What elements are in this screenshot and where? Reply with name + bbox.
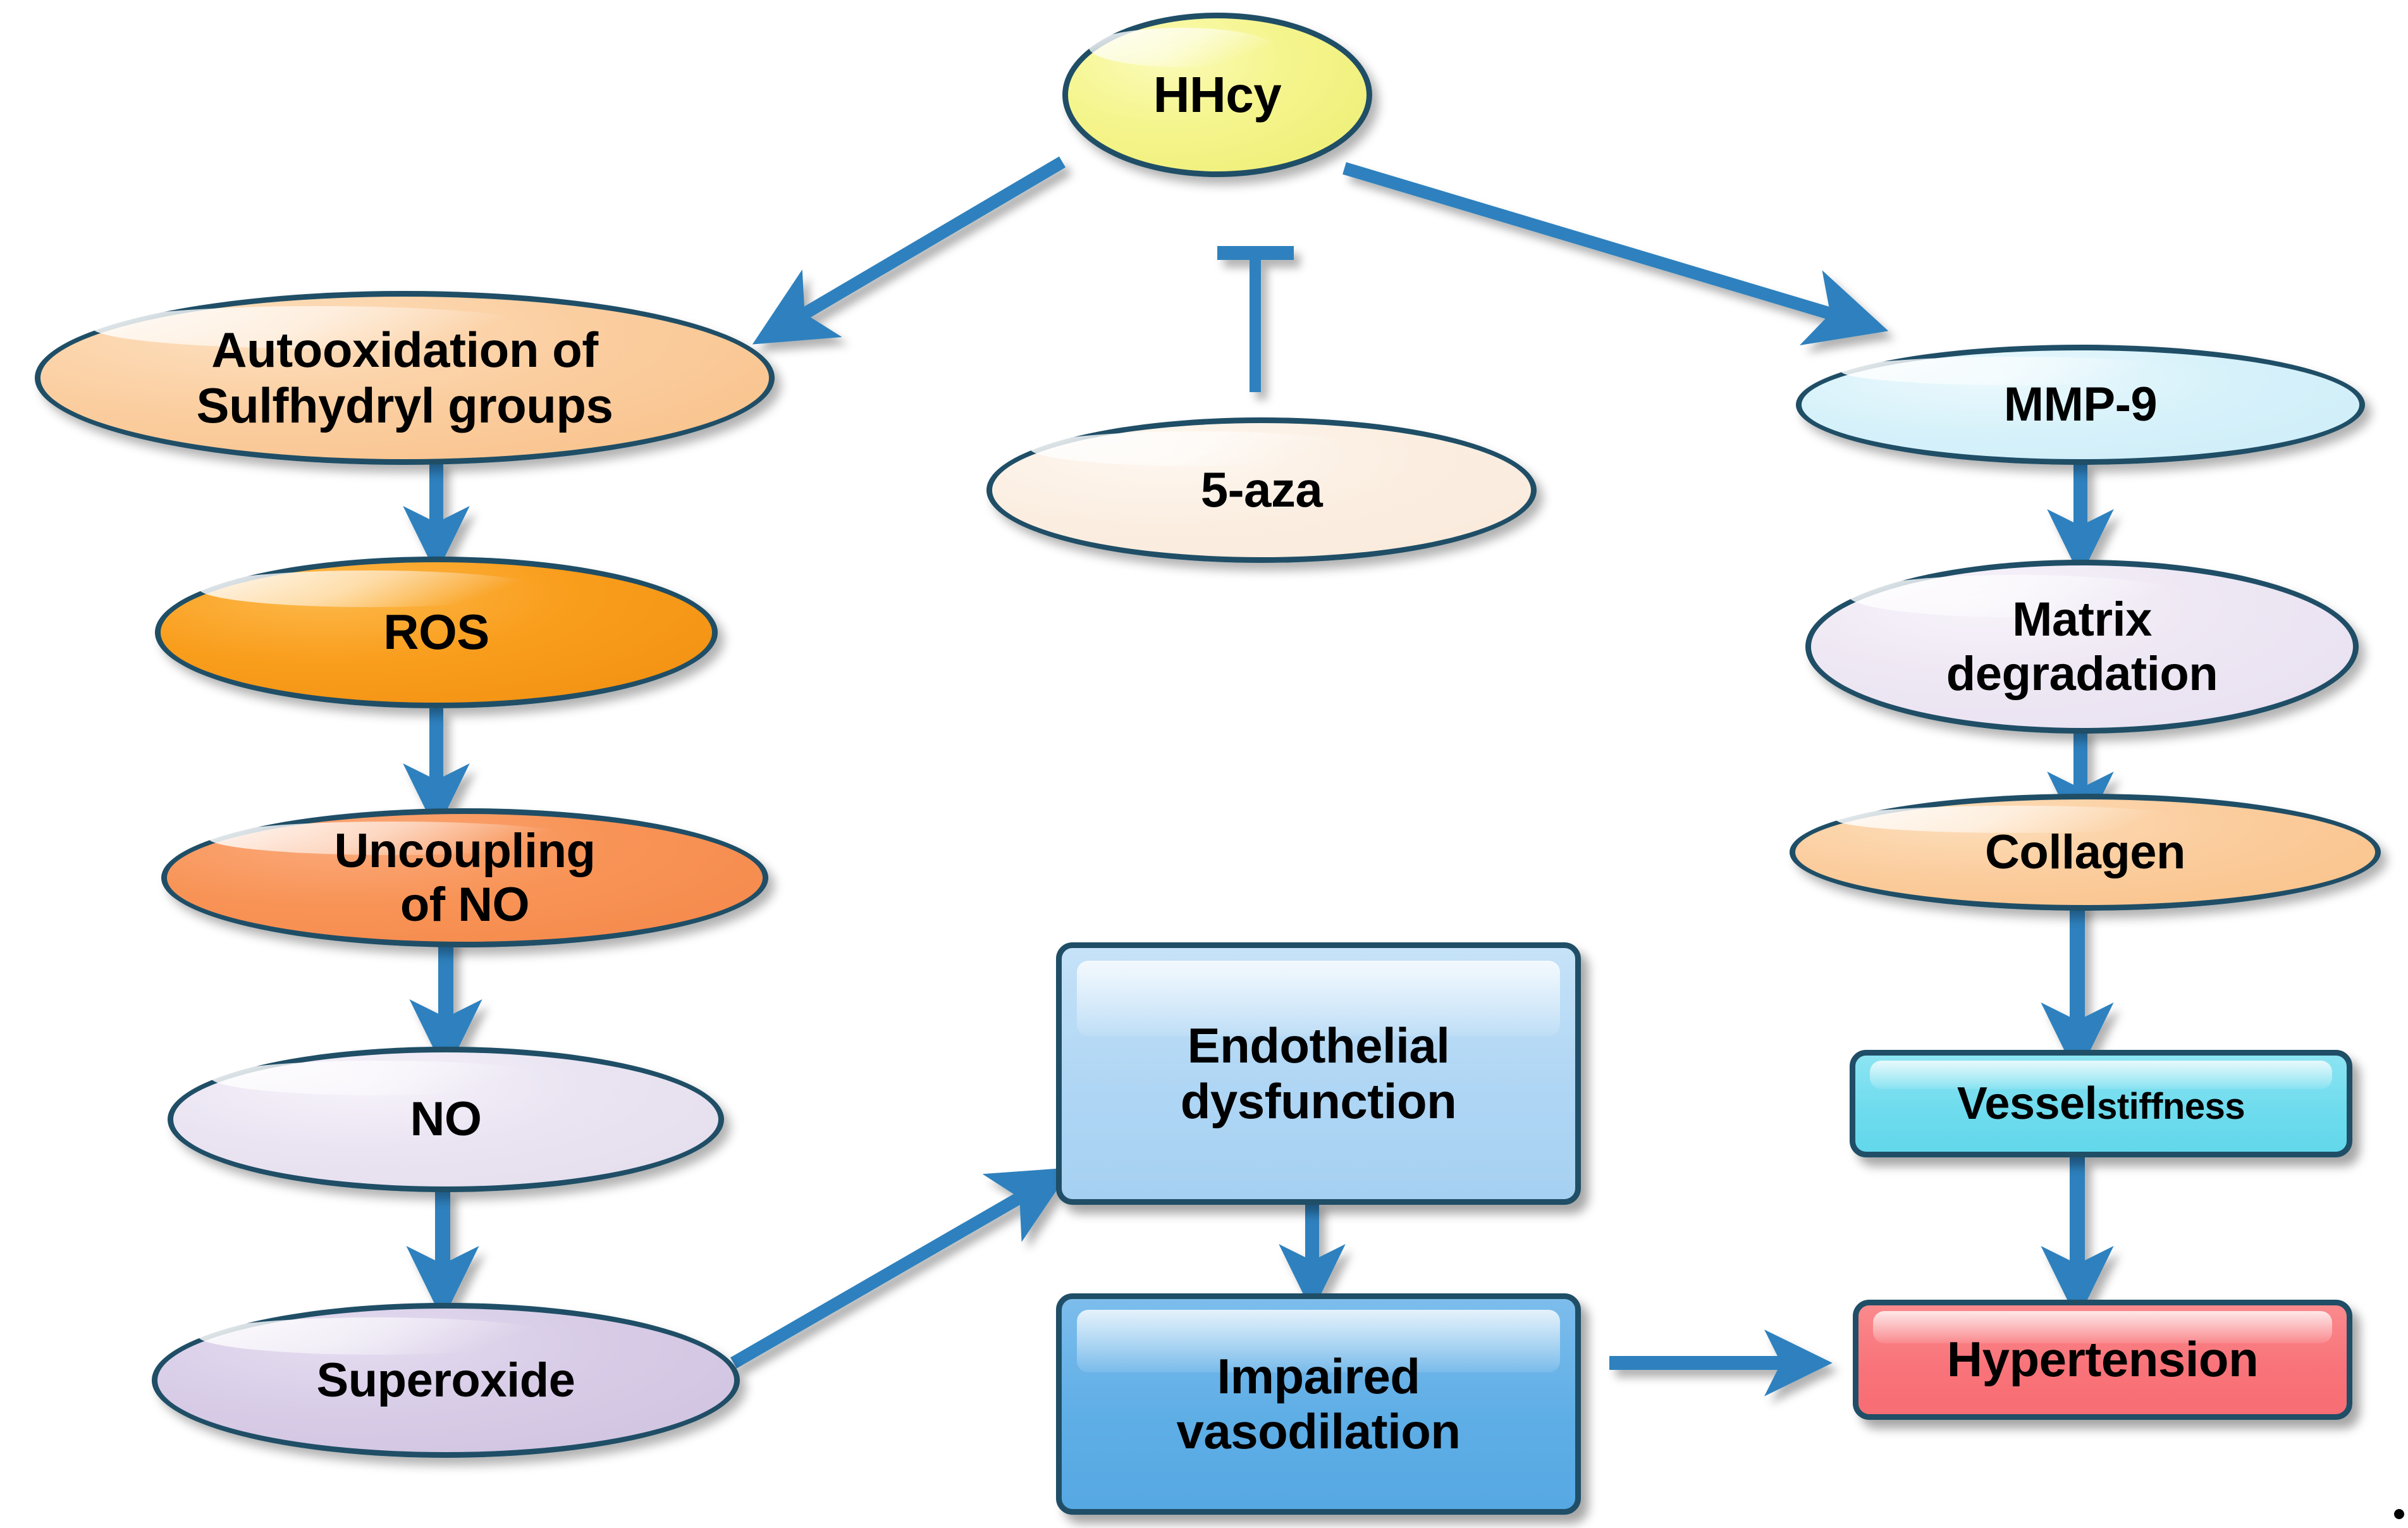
node-collagen[interactable]: Collagen xyxy=(1790,794,2381,911)
edge-superoxide-to-endothelial xyxy=(730,1168,1072,1369)
node-collagen-label: Collagen xyxy=(1985,825,2185,879)
edge-hhcy-to-mmp9 xyxy=(1342,162,1889,346)
node-endothelial-line2: dysfunction xyxy=(1180,1073,1457,1129)
node-no-label: NO xyxy=(410,1092,482,1147)
node-hhcy-label: HHcy xyxy=(1153,66,1282,123)
node-autooxidation-line1: Autooxidation of xyxy=(211,322,598,378)
node-hypertension[interactable]: Hypertension xyxy=(1853,1300,2352,1420)
node-5-aza-label: 5-aza xyxy=(1200,462,1323,518)
node-vessel-small: stiffness xyxy=(2097,1085,2245,1127)
node-hhcy[interactable]: HHcy xyxy=(1062,13,1372,177)
node-mmp9[interactable]: MMP-9 xyxy=(1796,345,2365,465)
gloss-highlight xyxy=(199,570,541,608)
node-impaired-line1: Impaired xyxy=(1217,1348,1420,1404)
gloss-highlight xyxy=(1089,27,1274,68)
node-endothelial-dysfunction[interactable]: Endothelial dysfunction xyxy=(1056,942,1581,1205)
node-uncoupling-of-no[interactable]: Uncoupling of NO xyxy=(161,808,768,947)
node-vessel-bold: Vessel xyxy=(1956,1078,2098,1129)
node-endothelial-line1: Endothelial xyxy=(1187,1018,1450,1074)
gloss-highlight xyxy=(1029,431,1364,466)
node-uncoupling-line1: Uncoupling xyxy=(334,823,596,878)
node-impaired-line2: vasodilation xyxy=(1176,1403,1461,1459)
node-matrix-degradation-label: Matrix degradation xyxy=(1914,593,2250,700)
node-autooxidation-label: Autooxidation of Sulfhydryl groups xyxy=(152,322,656,433)
node-5-aza[interactable]: 5-aza xyxy=(986,417,1537,563)
node-vessel-stiffness[interactable]: Vesselstiffness xyxy=(1850,1050,2352,1157)
gloss-highlight xyxy=(197,1317,556,1355)
node-mmp9-label: MMP-9 xyxy=(2003,378,2158,432)
gloss-highlight xyxy=(211,1060,550,1095)
node-matrix-line2: degradation xyxy=(1946,646,2218,701)
node-autooxidation-line2: Sulfhydryl groups xyxy=(196,377,613,433)
node-superoxide-label: Superoxide xyxy=(316,1353,575,1407)
node-uncoupling-line2: of NO xyxy=(400,878,530,932)
node-vessel-stiffness-label: Vesselstiffness xyxy=(1938,1078,2264,1130)
node-endothelial-dysfunction-label: Endothelial dysfunction xyxy=(1160,1018,1477,1129)
node-autooxidation[interactable]: Autooxidation of Sulfhydryl groups xyxy=(35,291,775,465)
trailing-period-mark xyxy=(2394,1509,2404,1519)
node-ros[interactable]: ROS xyxy=(155,557,718,708)
edge-hhcy-to-autooxidation xyxy=(752,156,1066,345)
node-hypertension-label: Hypertension xyxy=(1946,1331,2259,1388)
node-matrix-degradation[interactable]: Matrix degradation xyxy=(1805,560,2359,734)
node-impaired-vasodilation-label: Impaired vasodilation xyxy=(1156,1348,1481,1460)
node-superoxide[interactable]: Superoxide xyxy=(152,1303,740,1458)
node-no[interactable]: NO xyxy=(168,1047,724,1192)
node-uncoupling-of-no-label: Uncoupling of NO xyxy=(298,824,631,932)
node-ros-label: ROS xyxy=(383,604,489,660)
node-impaired-vasodilation[interactable]: Impaired vasodilation xyxy=(1056,1293,1581,1515)
node-matrix-line1: Matrix xyxy=(2012,593,2152,647)
